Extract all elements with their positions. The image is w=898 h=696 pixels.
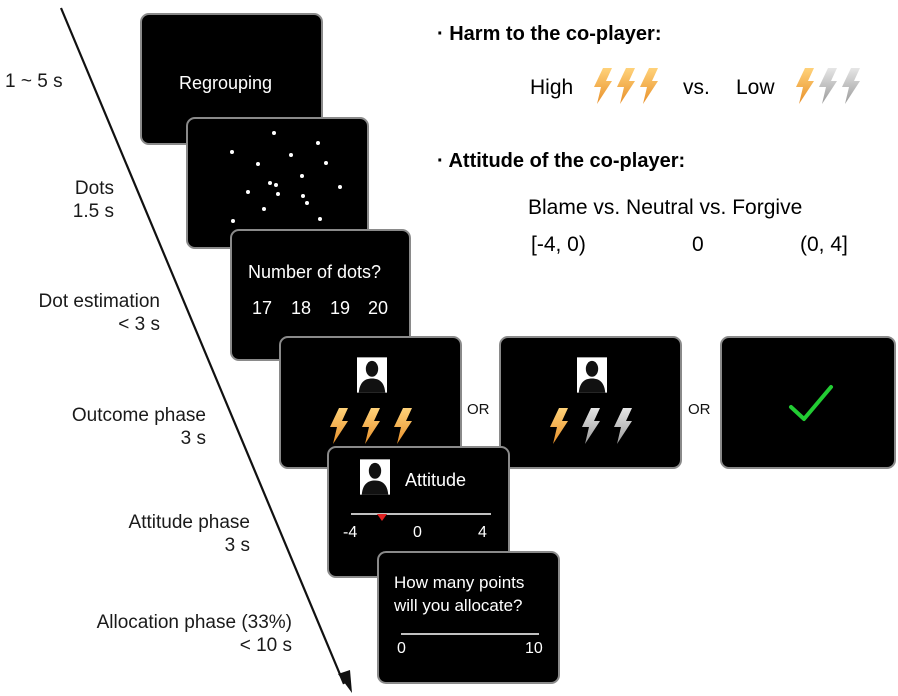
attitude-categories: Blame vs. Neutral vs. Forgive [528,196,803,219]
co-player-avatar [577,357,607,393]
dot-estimation-label: Dot estimation [38,291,160,312]
estimation-option[interactable]: 18 [291,298,312,318]
dot-estimation-duration: < 3 s [118,314,160,335]
estimation-option[interactable]: 20 [368,298,389,318]
bolt-gray-icon [613,408,633,444]
or-label: OR [467,401,490,418]
bolt-gray-icon [581,408,601,444]
dot [256,162,260,166]
dots-duration: 1.5 s [72,201,114,222]
regrouping-text: Regrouping [179,73,273,93]
dot [246,190,250,194]
dot [276,192,280,196]
harm-vs: vs. [683,76,710,99]
dot [289,153,293,157]
timeline-label-attitude: Attitude phase 3 s [90,511,250,557]
bolt-gold-icon [361,408,381,444]
outcome-label: Outcome phase [71,405,206,426]
dot [301,194,305,198]
dot [262,207,266,211]
or-label: OR [688,401,711,418]
bolt-gold-icon [549,408,569,444]
attitude-label: Attitude phase [128,512,250,533]
allocation-scale[interactable] [379,629,559,639]
timeline-label-outcome: Outcome phase 3 s [40,404,206,450]
estimation-option[interactable]: 17 [252,298,273,318]
dots-label: Dots [74,178,114,199]
timeline-label-regrouping: 1 ~ 5 s [5,71,63,92]
attitude-title: Attitude [405,470,467,490]
attitude-max: 4 [478,524,487,541]
co-player-avatar [360,459,390,495]
attitude-heading: · Attitude of the co-player: [437,150,686,172]
harm-high-label: High [530,76,574,99]
check-icon [789,385,833,421]
outcome-check-screen [720,336,896,469]
attitude-min: -4 [343,524,358,541]
bolt-gold-icon [616,68,636,104]
dot [231,219,235,223]
dot [305,201,309,205]
timeline-label-dot-estimation: Dot estimation < 3 s [10,290,160,336]
allocation-question-line2: will you allocate? [394,596,523,615]
attitude-duration: 3 s [224,535,250,556]
timeline-label-allocation: Allocation phase (33%) < 10 s [40,611,292,657]
dot [230,150,234,154]
bolt-gold-icon [639,68,659,104]
dot [318,217,322,221]
attitude-range-blame: [-4, 0) [531,233,586,256]
allocation-duration: < 10 s [239,635,292,656]
attitude-scale[interactable] [329,504,509,524]
bolt-gold-icon [795,68,815,104]
allocation-min: 0 [397,640,406,657]
estimation-question: Number of dots? [248,262,382,282]
dot [300,174,304,178]
allocation-label: Allocation phase (33%) [96,612,292,633]
harm-heading: · Harm to the co-player: [437,23,662,45]
allocation-question-line1: How many points [394,573,525,592]
bolt-gold-icon [593,68,613,104]
timeline-label-dots: Dots 1.5 s [40,177,114,223]
outcome-low-harm-screen [499,336,682,469]
harm-low-label: Low [736,76,775,99]
co-player-avatar [357,357,387,393]
allocation-max: 10 [525,640,543,657]
dot [324,161,328,165]
bolt-gold-icon [393,408,413,444]
bolt-gray-icon [841,68,861,104]
dot [268,181,272,185]
attitude-range-neutral: 0 [692,233,704,256]
dot [272,131,276,135]
attitude-range-forgive: (0, 4] [800,233,848,256]
bolt-gray-icon [818,68,838,104]
dots-screen [186,117,369,249]
allocation-screen: How many points will you allocate? 0 10 [377,551,560,684]
dot [316,141,320,145]
attitude-marker [377,514,387,521]
estimation-option[interactable]: 19 [330,298,351,318]
bolt-gold-icon [329,408,349,444]
dot [338,185,342,189]
attitude-mid: 0 [413,524,422,541]
outcome-duration: 3 s [180,428,206,449]
dot [274,183,278,187]
